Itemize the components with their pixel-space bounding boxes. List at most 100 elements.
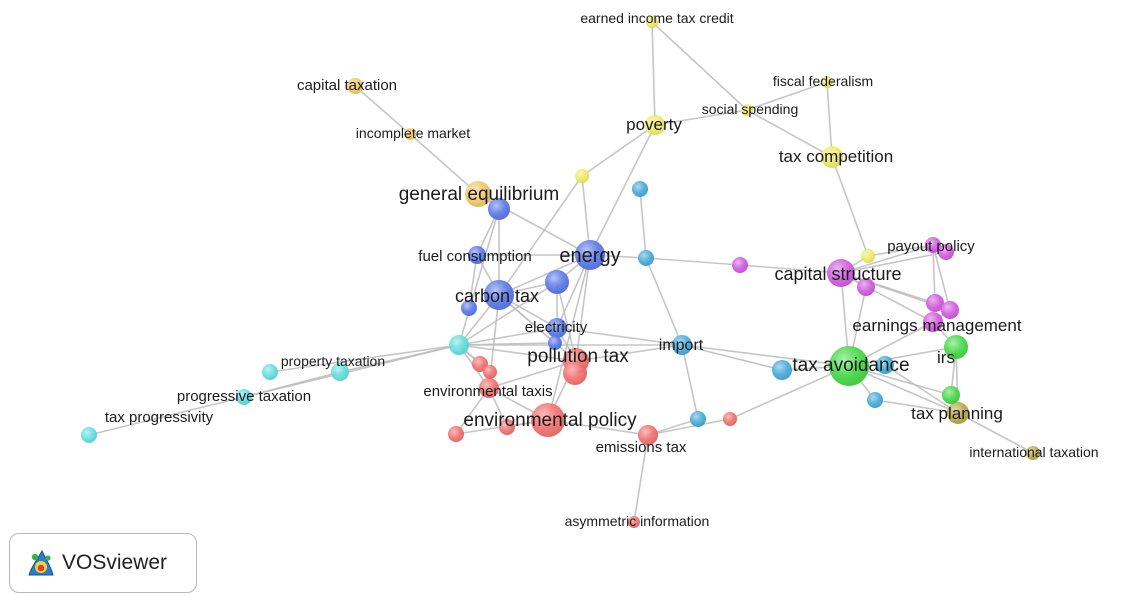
label-asymmetric-information[interactable]: asymmetric information bbox=[565, 513, 710, 529]
label-carbon-tax[interactable]: carbon tax bbox=[455, 286, 539, 306]
node-earned-income-tax-credit[interactable] bbox=[646, 16, 658, 28]
node-earnings-management[interactable] bbox=[923, 312, 943, 332]
node-environmental-policy[interactable] bbox=[531, 403, 565, 437]
label-capital-taxation[interactable]: capital taxation bbox=[297, 77, 397, 94]
node-general-equilibrium[interactable] bbox=[465, 181, 491, 207]
label-property-taxation[interactable]: property taxation bbox=[281, 353, 385, 369]
node-u21[interactable] bbox=[942, 386, 960, 404]
label-tax-avoidance[interactable]: tax avoidance bbox=[792, 355, 909, 376]
node-fiscal-federalism[interactable] bbox=[821, 76, 833, 88]
label-payout-policy[interactable]: payout policy bbox=[887, 238, 975, 255]
label-fiscal-federalism[interactable]: fiscal federalism bbox=[773, 73, 873, 89]
label-emissions-tax[interactable]: emissions tax bbox=[596, 439, 687, 456]
node-u9[interactable] bbox=[448, 426, 464, 442]
node-sheen bbox=[947, 402, 969, 424]
node-u6[interactable] bbox=[461, 300, 477, 316]
node-capital-taxation[interactable] bbox=[347, 78, 363, 94]
label-international-taxation[interactable]: international taxation bbox=[969, 444, 1098, 460]
node-u19[interactable] bbox=[926, 294, 944, 312]
node-u10[interactable] bbox=[499, 419, 515, 435]
label-pollution-tax[interactable]: pollution tax bbox=[527, 346, 629, 367]
node-u18[interactable] bbox=[938, 244, 954, 260]
label-import[interactable]: import bbox=[659, 337, 704, 354]
node-social-spending[interactable] bbox=[741, 104, 753, 116]
node-u16[interactable] bbox=[876, 356, 894, 374]
node-u14[interactable] bbox=[772, 360, 792, 380]
node-irs[interactable] bbox=[944, 335, 968, 359]
node-carbon-tax[interactable] bbox=[484, 280, 514, 310]
label-environmental-taxis[interactable]: environmental taxis bbox=[423, 383, 552, 400]
label-environmental-policy[interactable]: environmental policy bbox=[463, 410, 637, 431]
node-u13[interactable] bbox=[563, 361, 587, 385]
node-u15[interactable] bbox=[867, 392, 883, 408]
node-sheen bbox=[628, 516, 640, 528]
node-tax-planning[interactable] bbox=[947, 402, 969, 424]
node-tax-competition[interactable] bbox=[821, 146, 843, 168]
node-emissions-tax[interactable] bbox=[638, 425, 658, 445]
node-sheen bbox=[531, 403, 565, 437]
node-sheen bbox=[483, 365, 497, 379]
node-u22[interactable] bbox=[861, 249, 875, 263]
node-u26[interactable] bbox=[483, 365, 497, 379]
label-tax-progressivity[interactable]: tax progressivity bbox=[105, 409, 214, 426]
label-capital-structure[interactable]: capital structure bbox=[774, 264, 901, 284]
link-social-spending-fiscal-federalism bbox=[746, 81, 828, 111]
node-u1[interactable] bbox=[575, 169, 589, 183]
link-tax-planning-u16 bbox=[884, 364, 959, 414]
node-u8[interactable] bbox=[472, 356, 488, 372]
label-fuel-consumption[interactable]: fuel consumption bbox=[418, 248, 531, 265]
node-environmental-taxis[interactable] bbox=[479, 378, 499, 398]
link-pollution-tax-environmental-taxis bbox=[488, 360, 577, 389]
node-sheen bbox=[829, 346, 869, 386]
node-u24[interactable] bbox=[548, 336, 562, 350]
node-payout-policy[interactable] bbox=[925, 237, 941, 253]
node-tax-progressivity[interactable] bbox=[81, 427, 97, 443]
node-u23[interactable] bbox=[262, 364, 278, 380]
node-electricity[interactable] bbox=[547, 318, 567, 338]
node-sheen bbox=[331, 363, 349, 381]
node-asymmetric-information[interactable] bbox=[628, 516, 640, 528]
node-international-taxation[interactable] bbox=[1026, 446, 1040, 460]
label-poverty[interactable]: poverty bbox=[626, 115, 682, 134]
link-incomplete-market-general-equilibrium bbox=[409, 133, 479, 195]
label-progressive-taxation[interactable]: progressive taxation bbox=[177, 388, 311, 405]
node-poverty[interactable] bbox=[645, 115, 665, 135]
link-pollution-tax-import bbox=[575, 344, 683, 362]
label-social-spending[interactable]: social spending bbox=[702, 101, 799, 117]
node-u3[interactable] bbox=[638, 250, 654, 266]
node-incomplete-market[interactable] bbox=[404, 128, 416, 140]
node-u7[interactable] bbox=[449, 335, 469, 355]
label-tax-planning[interactable]: tax planning bbox=[911, 404, 1003, 423]
node-sheen bbox=[827, 259, 855, 287]
label-earnings-management[interactable]: earnings management bbox=[852, 316, 1021, 335]
app-name: VOSviewer bbox=[62, 551, 168, 574]
node-property-taxation[interactable] bbox=[331, 363, 349, 381]
node-fuel-consumption[interactable] bbox=[468, 246, 486, 264]
node-u11[interactable] bbox=[723, 412, 737, 426]
label-energy[interactable]: energy bbox=[559, 245, 620, 267]
link-capital-structure-earnings-management bbox=[840, 272, 934, 323]
vosviewer-badge[interactable]: VOSviewer bbox=[9, 533, 197, 593]
node-import[interactable] bbox=[672, 335, 692, 355]
label-irs[interactable]: irs bbox=[937, 348, 955, 367]
node-capital-structure[interactable] bbox=[827, 259, 855, 287]
label-earned-income-tax-credit[interactable]: earned income tax credit bbox=[580, 10, 733, 26]
link-tax-planning-international-taxation bbox=[957, 412, 1034, 454]
link-u2-u3 bbox=[639, 188, 647, 259]
node-u5[interactable] bbox=[488, 198, 510, 220]
label-tax-competition[interactable]: tax competition bbox=[779, 147, 893, 166]
label-incomplete-market[interactable]: incomplete market bbox=[356, 125, 470, 141]
node-energy[interactable] bbox=[575, 240, 605, 270]
node-u17[interactable] bbox=[857, 278, 875, 296]
node-tax-avoidance[interactable] bbox=[829, 346, 869, 386]
node-u12[interactable] bbox=[690, 411, 706, 427]
node-u25[interactable] bbox=[545, 270, 569, 294]
node-sheen bbox=[563, 361, 587, 385]
node-u2[interactable] bbox=[632, 181, 648, 197]
node-u4[interactable] bbox=[732, 257, 748, 273]
label-electricity[interactable]: electricity bbox=[525, 319, 588, 336]
node-u20[interactable] bbox=[941, 301, 959, 319]
node-progressive-taxation[interactable] bbox=[236, 389, 252, 405]
label-general-equilibrium[interactable]: general equilibrium bbox=[399, 184, 560, 205]
